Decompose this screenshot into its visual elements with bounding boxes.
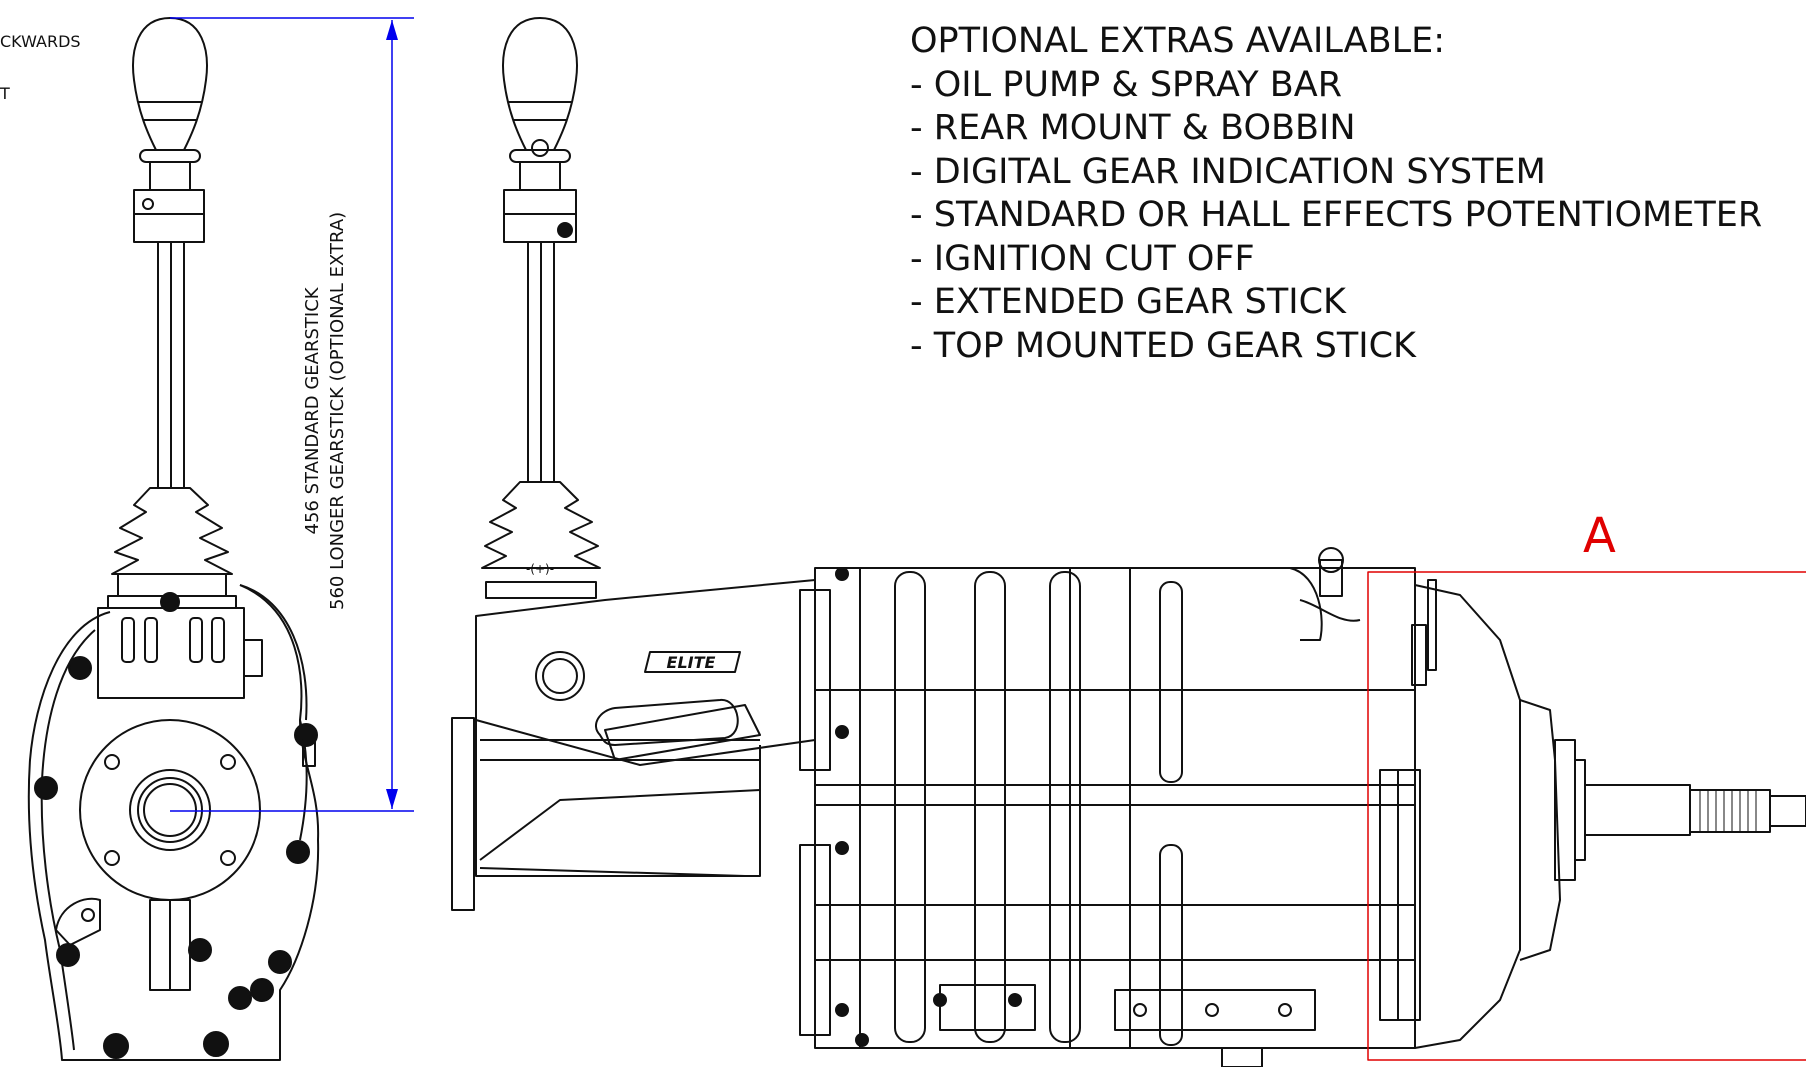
extra-item-rear-mount: - REAR MOUNT & BOBBIN [910, 108, 1356, 148]
dimension-line-1: 456 STANDARD GEARSTICK [302, 287, 323, 535]
partial-note-1: CKWARDS [0, 32, 81, 51]
svg-text:ELITE: ELITE [667, 653, 716, 672]
partial-note-2: T [0, 84, 10, 103]
extra-item-top-mounted-stick: - TOP MOUNTED GEAR STICK [910, 325, 1416, 366]
optional-extras-list: OPTIONAL EXTRAS AVAILABLE: - OIL PUMP & … [910, 20, 1762, 368]
front-top-housing [97, 607, 245, 699]
output-shaft [1584, 784, 1691, 836]
extra-item-ignition-cut: - IGNITION CUT OFF [910, 238, 1255, 279]
front-output-flange [79, 719, 261, 901]
extra-item-extended-stick: - EXTENDED GEAR STICK [910, 282, 1346, 322]
extra-item-potentiometer: - STANDARD OR HALL EFFECTS POTENTIOMETER [910, 195, 1763, 235]
elite-logo: ELITE [644, 651, 741, 673]
side-gear-knob [502, 17, 578, 151]
side-front-flange [451, 717, 475, 911]
side-view-gearbox: -(+)- ELITE [451, 17, 1806, 1067]
extra-item-gear-indication: - DIGITAL GEAR INDICATION SYSTEM [910, 151, 1546, 192]
dimension-line-2: 560 LONGER GEARSTICK (OPTIONAL EXTRA) [327, 211, 348, 610]
front-outer-case [27, 584, 320, 1061]
optional-extras-heading: OPTIONAL EXTRAS AVAILABLE: [910, 21, 1446, 61]
front-view-gearbox [27, 17, 320, 1061]
gearstick-dimension-label: 456 STANDARD GEARSTICK 560 LONGER GEARST… [300, 212, 350, 610]
side-gear-boot [481, 481, 601, 569]
front-gear-boot [111, 487, 233, 575]
front-gear-knob [132, 17, 208, 151]
extra-item-oil-pump: - OIL PUMP & SPRAY BAR [910, 64, 1343, 105]
section-a-label: A [1583, 508, 1616, 564]
rear-extension [1519, 699, 1561, 961]
section-a-box [1367, 571, 1806, 1061]
main-case [814, 567, 1416, 1049]
gearstick-dimension [170, 17, 414, 812]
front-shift-collar [133, 189, 205, 243]
case-ribs [894, 571, 1183, 1046]
svg-text:-(+)-: -(+)- [526, 562, 554, 576]
